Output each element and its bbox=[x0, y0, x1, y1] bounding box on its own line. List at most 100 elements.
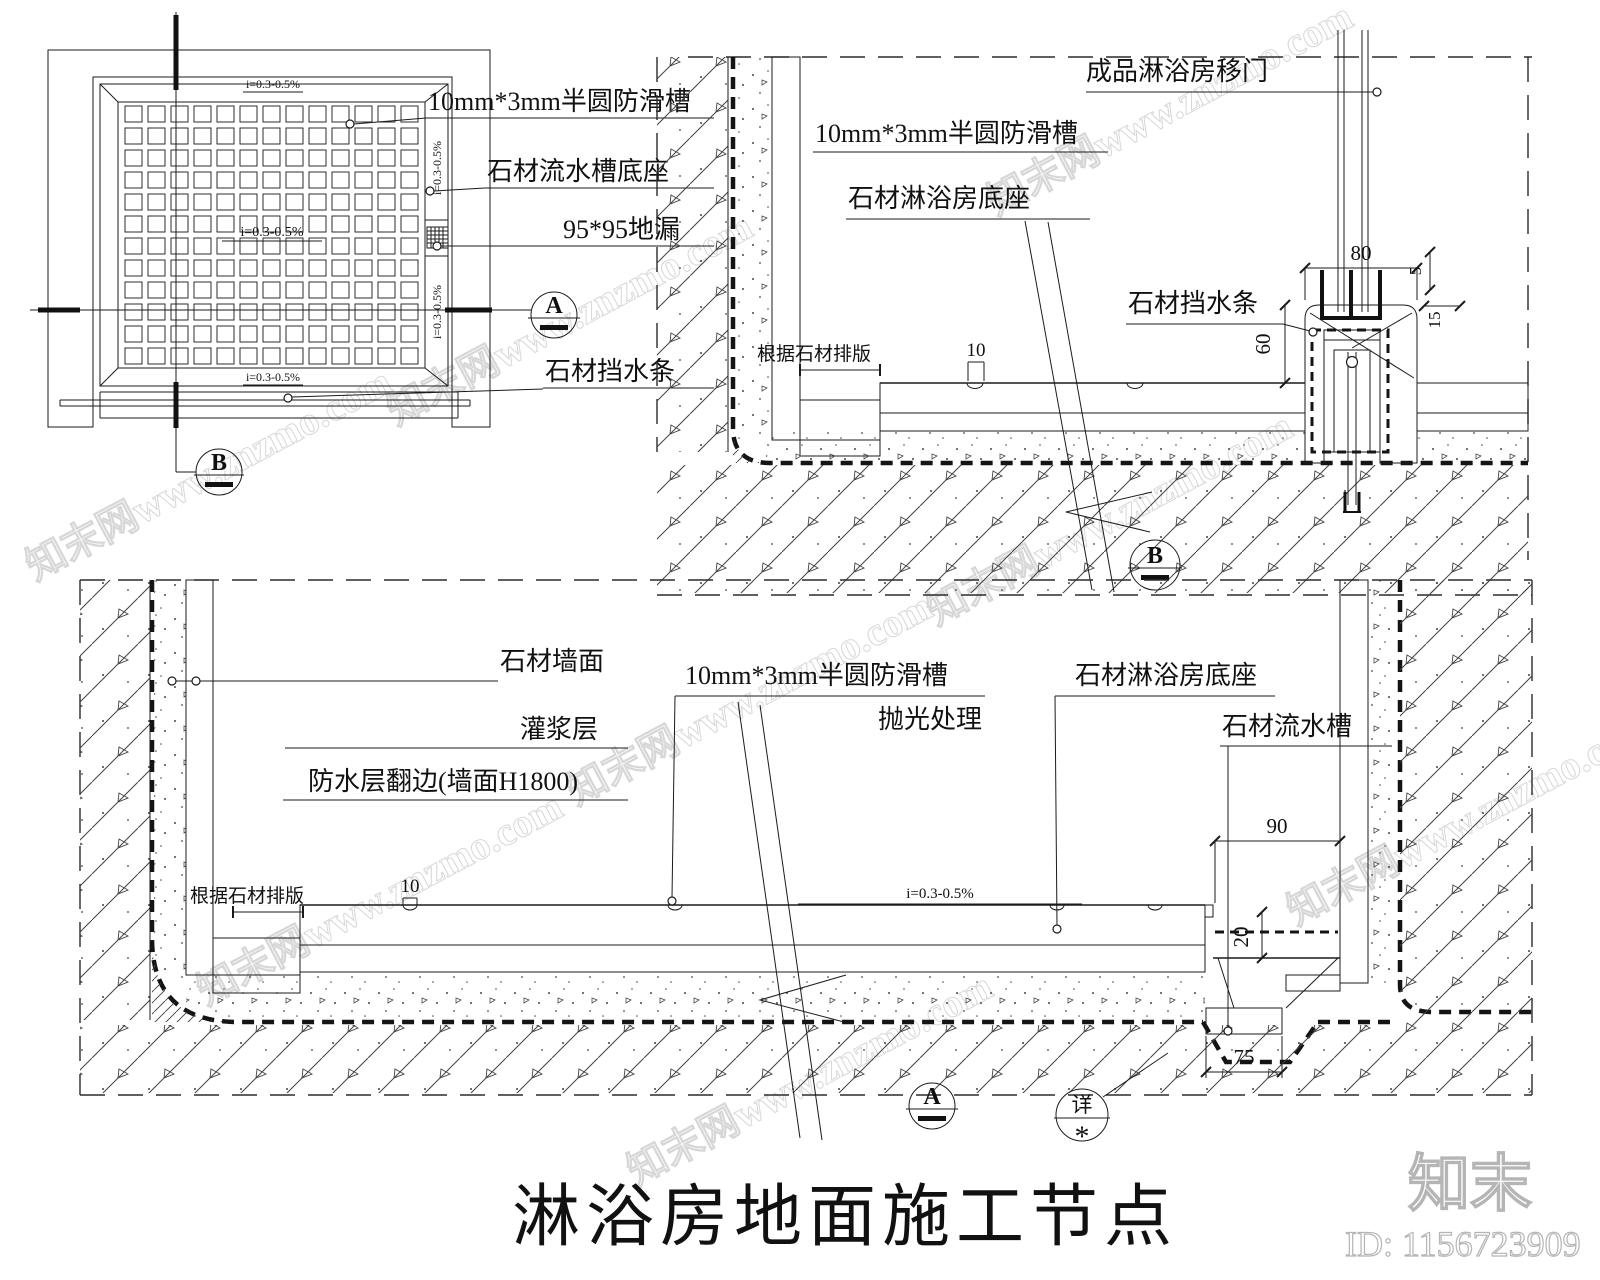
section-a-groove-notch bbox=[667, 904, 683, 911]
watermark-brand: 知末 bbox=[1408, 1150, 1532, 1219]
shower-door-glass bbox=[1337, 30, 1369, 312]
dim-a-10: 10 bbox=[401, 876, 420, 905]
dim-a-90-text: 90 bbox=[1267, 814, 1288, 838]
dim-15-text: 15 bbox=[1425, 312, 1444, 329]
section-b-label-door: 成品淋浴房移门 bbox=[1086, 57, 1268, 86]
section-marker-b-letter: B bbox=[211, 450, 227, 476]
plan-wall-hatch bbox=[47, 49, 491, 428]
section-b-structure-slab bbox=[657, 465, 1528, 593]
dim-60-text: 60 bbox=[1251, 334, 1275, 355]
section-a-label-water-channel: 石材流水槽 bbox=[1222, 712, 1352, 741]
curb-anchor-rod bbox=[1343, 352, 1361, 513]
section-a-grout-right bbox=[1368, 580, 1398, 988]
section-marker-b: B bbox=[194, 448, 244, 496]
section-a-label-groove: 10mm*3mm半圆防滑槽 bbox=[685, 661, 948, 690]
dim-a-75: 75 bbox=[1200, 1036, 1288, 1078]
section-a-insulation bbox=[299, 944, 1206, 973]
detail-reference-marker: 详 * bbox=[1054, 1052, 1169, 1153]
section-a-label-grout: 灌浆层 bbox=[520, 715, 598, 744]
plan-channel-slope-lower: i=0.3-0.5% bbox=[430, 285, 444, 339]
plan-label-water-bar: 石材挡水条 bbox=[545, 357, 675, 386]
section-b-stone-wall-band bbox=[771, 56, 801, 441]
section-a-grout-band bbox=[154, 580, 186, 980]
section-a-screed bbox=[186, 972, 1205, 1020]
section-a-groove-notch bbox=[1147, 904, 1163, 911]
brand-watermark: 知末 ID: 1156723909 bbox=[1344, 1149, 1581, 1264]
section-a-dimensions: 10 90 20 75 bbox=[401, 814, 1346, 1078]
dim-5: 5 bbox=[1406, 246, 1436, 296]
section-b-structure-wall bbox=[657, 57, 728, 452]
section-a-break-line bbox=[737, 701, 847, 1141]
section-b-floor-slab bbox=[879, 382, 1306, 414]
dim-a-10-text: 10 bbox=[401, 876, 420, 897]
section-a-label-stone-wall: 石材墙面 bbox=[500, 647, 604, 676]
section-b-label-shower-base: 石材淋浴房底座 bbox=[848, 184, 1030, 213]
detail-ref-star: * bbox=[1075, 1120, 1090, 1153]
section-a-view: 石材墙面 灌浆层 防水层翻边(墙面H1800) 10mm*3mm半圆防滑槽 抛光… bbox=[79, 579, 1533, 1153]
plan-channel-strip: i=0.3-0.5% i=0.3-0.5% bbox=[425, 141, 449, 339]
detail-ref-top-text: 详 bbox=[1072, 1093, 1093, 1117]
plan-front-edge bbox=[59, 391, 471, 419]
section-a-structure-right bbox=[1400, 580, 1532, 1025]
dim-15: 15 bbox=[1418, 300, 1466, 329]
section-a-channel-wall bbox=[1339, 579, 1369, 984]
section-a-slope: i=0.3-0.5% bbox=[906, 886, 974, 902]
plan-slope-annotations: i=0.3-0.5% i=0.3-0.5% i=0.3-0.5% bbox=[222, 77, 322, 386]
section-a-labels: 石材墙面 灌浆层 防水层翻边(墙面H1800) 10mm*3mm半圆防滑槽 抛光… bbox=[167, 647, 1392, 1036]
plan-slope-bottom: i=0.3-0.5% bbox=[246, 370, 300, 384]
section-marker-a-letter: A bbox=[545, 293, 563, 319]
section-a-groove-notch bbox=[1049, 904, 1065, 911]
watermark-id: ID: 1156723909 bbox=[1345, 1224, 1581, 1264]
section-a-groove-notch bbox=[402, 904, 418, 911]
watermark-diagonal-text: 知末网www.znzmo.com bbox=[979, 0, 1359, 224]
plan-label-channel-base: 石材流水槽底座 bbox=[487, 157, 669, 186]
section-b-groove-notch bbox=[966, 382, 984, 389]
section-a-label-shower-base: 石材淋浴房底座 bbox=[1075, 661, 1257, 690]
section-a-channel bbox=[1204, 904, 1341, 1035]
drawing-title: 淋浴房地面施工节点 bbox=[512, 1179, 1178, 1255]
dim-5-text: 5 bbox=[1406, 267, 1425, 276]
plan-section-cut-b bbox=[173, 12, 196, 473]
section-b-curb-waterproof-wrap bbox=[1310, 328, 1390, 454]
section-a-waterproof-line bbox=[149, 580, 1203, 1025]
dim-a-20: 20 bbox=[1229, 906, 1268, 964]
plan-slope-top: i=0.3-0.5% bbox=[246, 77, 300, 91]
dim-a-20-text: 20 bbox=[1229, 927, 1253, 948]
section-a-structure-slab bbox=[80, 1025, 1532, 1093]
section-a-structure-wall bbox=[80, 580, 150, 1020]
section-b-screed-right bbox=[1417, 431, 1528, 462]
section-b-groove-notch bbox=[1126, 382, 1144, 389]
section-b-labels: 成品淋浴房移门 10mm*3mm半圆防滑槽 石材淋浴房底座 石材挡水条 根据石材… bbox=[757, 57, 1382, 376]
plan-view: i=0.3-0.5% i=0.3-0.5% i=0.3-0.5% i=0.3-0… bbox=[30, 12, 714, 496]
section-b-insulation-right bbox=[1416, 412, 1529, 432]
section-b-floor-slab-right bbox=[1416, 382, 1529, 414]
dim-60: 60 bbox=[1251, 299, 1291, 389]
dim-a-90: 90 bbox=[1209, 814, 1346, 903]
dim-10-text: 10 bbox=[967, 340, 986, 361]
section-a-label-polish: 抛光处理 bbox=[878, 705, 982, 734]
section-b-screed bbox=[766, 431, 1305, 462]
section-b-grout-band bbox=[735, 57, 772, 447]
section-b-curb bbox=[1304, 30, 1418, 513]
section-a-stone-wall-band bbox=[185, 579, 214, 976]
section-marker-a: A bbox=[528, 291, 580, 339]
section-a-label-waterproof: 防水层翻边(墙面H1800) bbox=[308, 767, 578, 796]
section-b-label-stone-layout: 根据石材排版 bbox=[757, 343, 871, 365]
plan-tray-frame-inner bbox=[117, 101, 426, 369]
section-b-view: 成品淋浴房移门 10mm*3mm半圆防滑槽 石材淋浴房底座 石材挡水条 根据石材… bbox=[656, 30, 1532, 596]
plan-label-groove: 10mm*3mm半圆防滑槽 bbox=[428, 87, 691, 116]
dim-10: 10 bbox=[967, 340, 986, 381]
section-a-marker: A bbox=[906, 1082, 958, 1130]
section-a-corner-fillet bbox=[152, 938, 238, 1022]
section-a-floor-slab bbox=[299, 904, 1206, 946]
section-b-marker-letter: B bbox=[1147, 543, 1163, 569]
plan-channel-slope-upper: i=0.3-0.5% bbox=[430, 141, 444, 195]
section-b-marker: B bbox=[1128, 539, 1182, 591]
section-b-corner-fillet bbox=[733, 428, 770, 463]
section-a-label-stone-layout: 根据石材排版 bbox=[190, 885, 304, 907]
section-b-break-line bbox=[1024, 220, 1153, 593]
section-b-label-water-bar: 石材挡水条 bbox=[1128, 289, 1258, 318]
plan-slope-center: i=0.3-0.5% bbox=[240, 225, 303, 240]
